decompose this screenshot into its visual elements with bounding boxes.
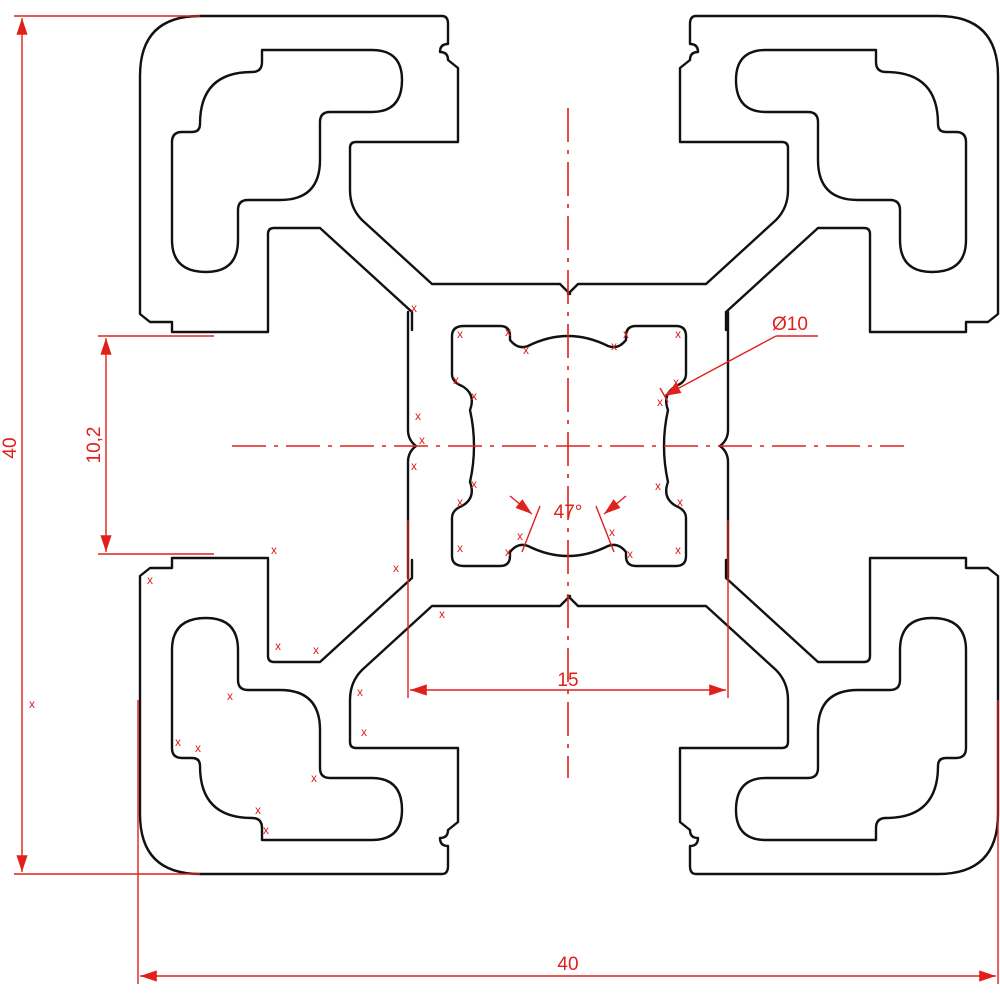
point-marker: x [415, 409, 421, 423]
dimension-label-diameter: Ø10 [772, 314, 808, 335]
point-marker: x [655, 479, 661, 493]
point-marker: x [271, 543, 277, 557]
point-marker: x [457, 495, 463, 509]
point-marker: x [263, 823, 269, 837]
point-marker: x [675, 327, 681, 341]
dimension-label-width: 40 [557, 954, 578, 975]
point-marker: x [311, 771, 317, 785]
point-marker: x [255, 803, 261, 817]
dimension-overall-width: 40 [137, 700, 999, 984]
point-marker: x [611, 339, 617, 353]
point-marker: x [673, 375, 679, 389]
point-marker: x [471, 477, 477, 491]
dimension-label-slot: 10,2 [84, 427, 105, 464]
point-marker: x [393, 561, 399, 575]
point-marker: x [147, 573, 153, 587]
point-marker: x [275, 639, 281, 653]
dimension-label-core: 15 [557, 670, 578, 691]
point-marker: x [505, 545, 511, 559]
point-marker: x [609, 525, 615, 539]
point-marker: x [505, 325, 511, 339]
point-marker: x [623, 327, 629, 341]
point-marker: x [313, 643, 319, 657]
dimension-overall-height: 40 [0, 15, 200, 875]
point-marker: x [457, 327, 463, 341]
quadrant-bottom-right [566, 556, 1000, 876]
point-marker: x [523, 343, 529, 357]
point-marker: x [517, 529, 523, 543]
point-marker: x [471, 389, 477, 403]
point-marker: x [675, 543, 681, 557]
point-marker: x [453, 373, 459, 387]
dimension-slot-width: 10,2 [84, 335, 214, 555]
dimension-bore-diameter: Ø10 [659, 314, 818, 403]
point-marker: x [29, 697, 35, 711]
center-bore [450, 324, 688, 568]
quadrant-bottom-left [138, 556, 572, 876]
dimension-bore-angle: 47° [509, 495, 627, 553]
dimension-label-height: 40 [0, 437, 21, 458]
point-marker: x [457, 541, 463, 555]
dimension-core-width: 15 [407, 520, 729, 698]
point-marker: x [227, 689, 233, 703]
point-marker: x [657, 395, 663, 409]
point-marker: x [627, 547, 633, 561]
core-right-edge [718, 310, 730, 580]
core-left-edge [406, 310, 418, 580]
point-marker: x [677, 495, 683, 509]
point-marker: x [411, 301, 417, 315]
dimension-label-angle: 47° [554, 502, 583, 523]
point-marker: x [357, 685, 363, 699]
point-marker: x [419, 433, 425, 447]
point-marker: x [175, 735, 181, 749]
point-marker: x [411, 459, 417, 473]
point-marker: x [361, 725, 367, 739]
point-marker: x [439, 607, 445, 621]
quadrant-top-right [566, 14, 1000, 334]
point-marker: x [195, 741, 201, 755]
quadrant-top-left [138, 14, 572, 334]
